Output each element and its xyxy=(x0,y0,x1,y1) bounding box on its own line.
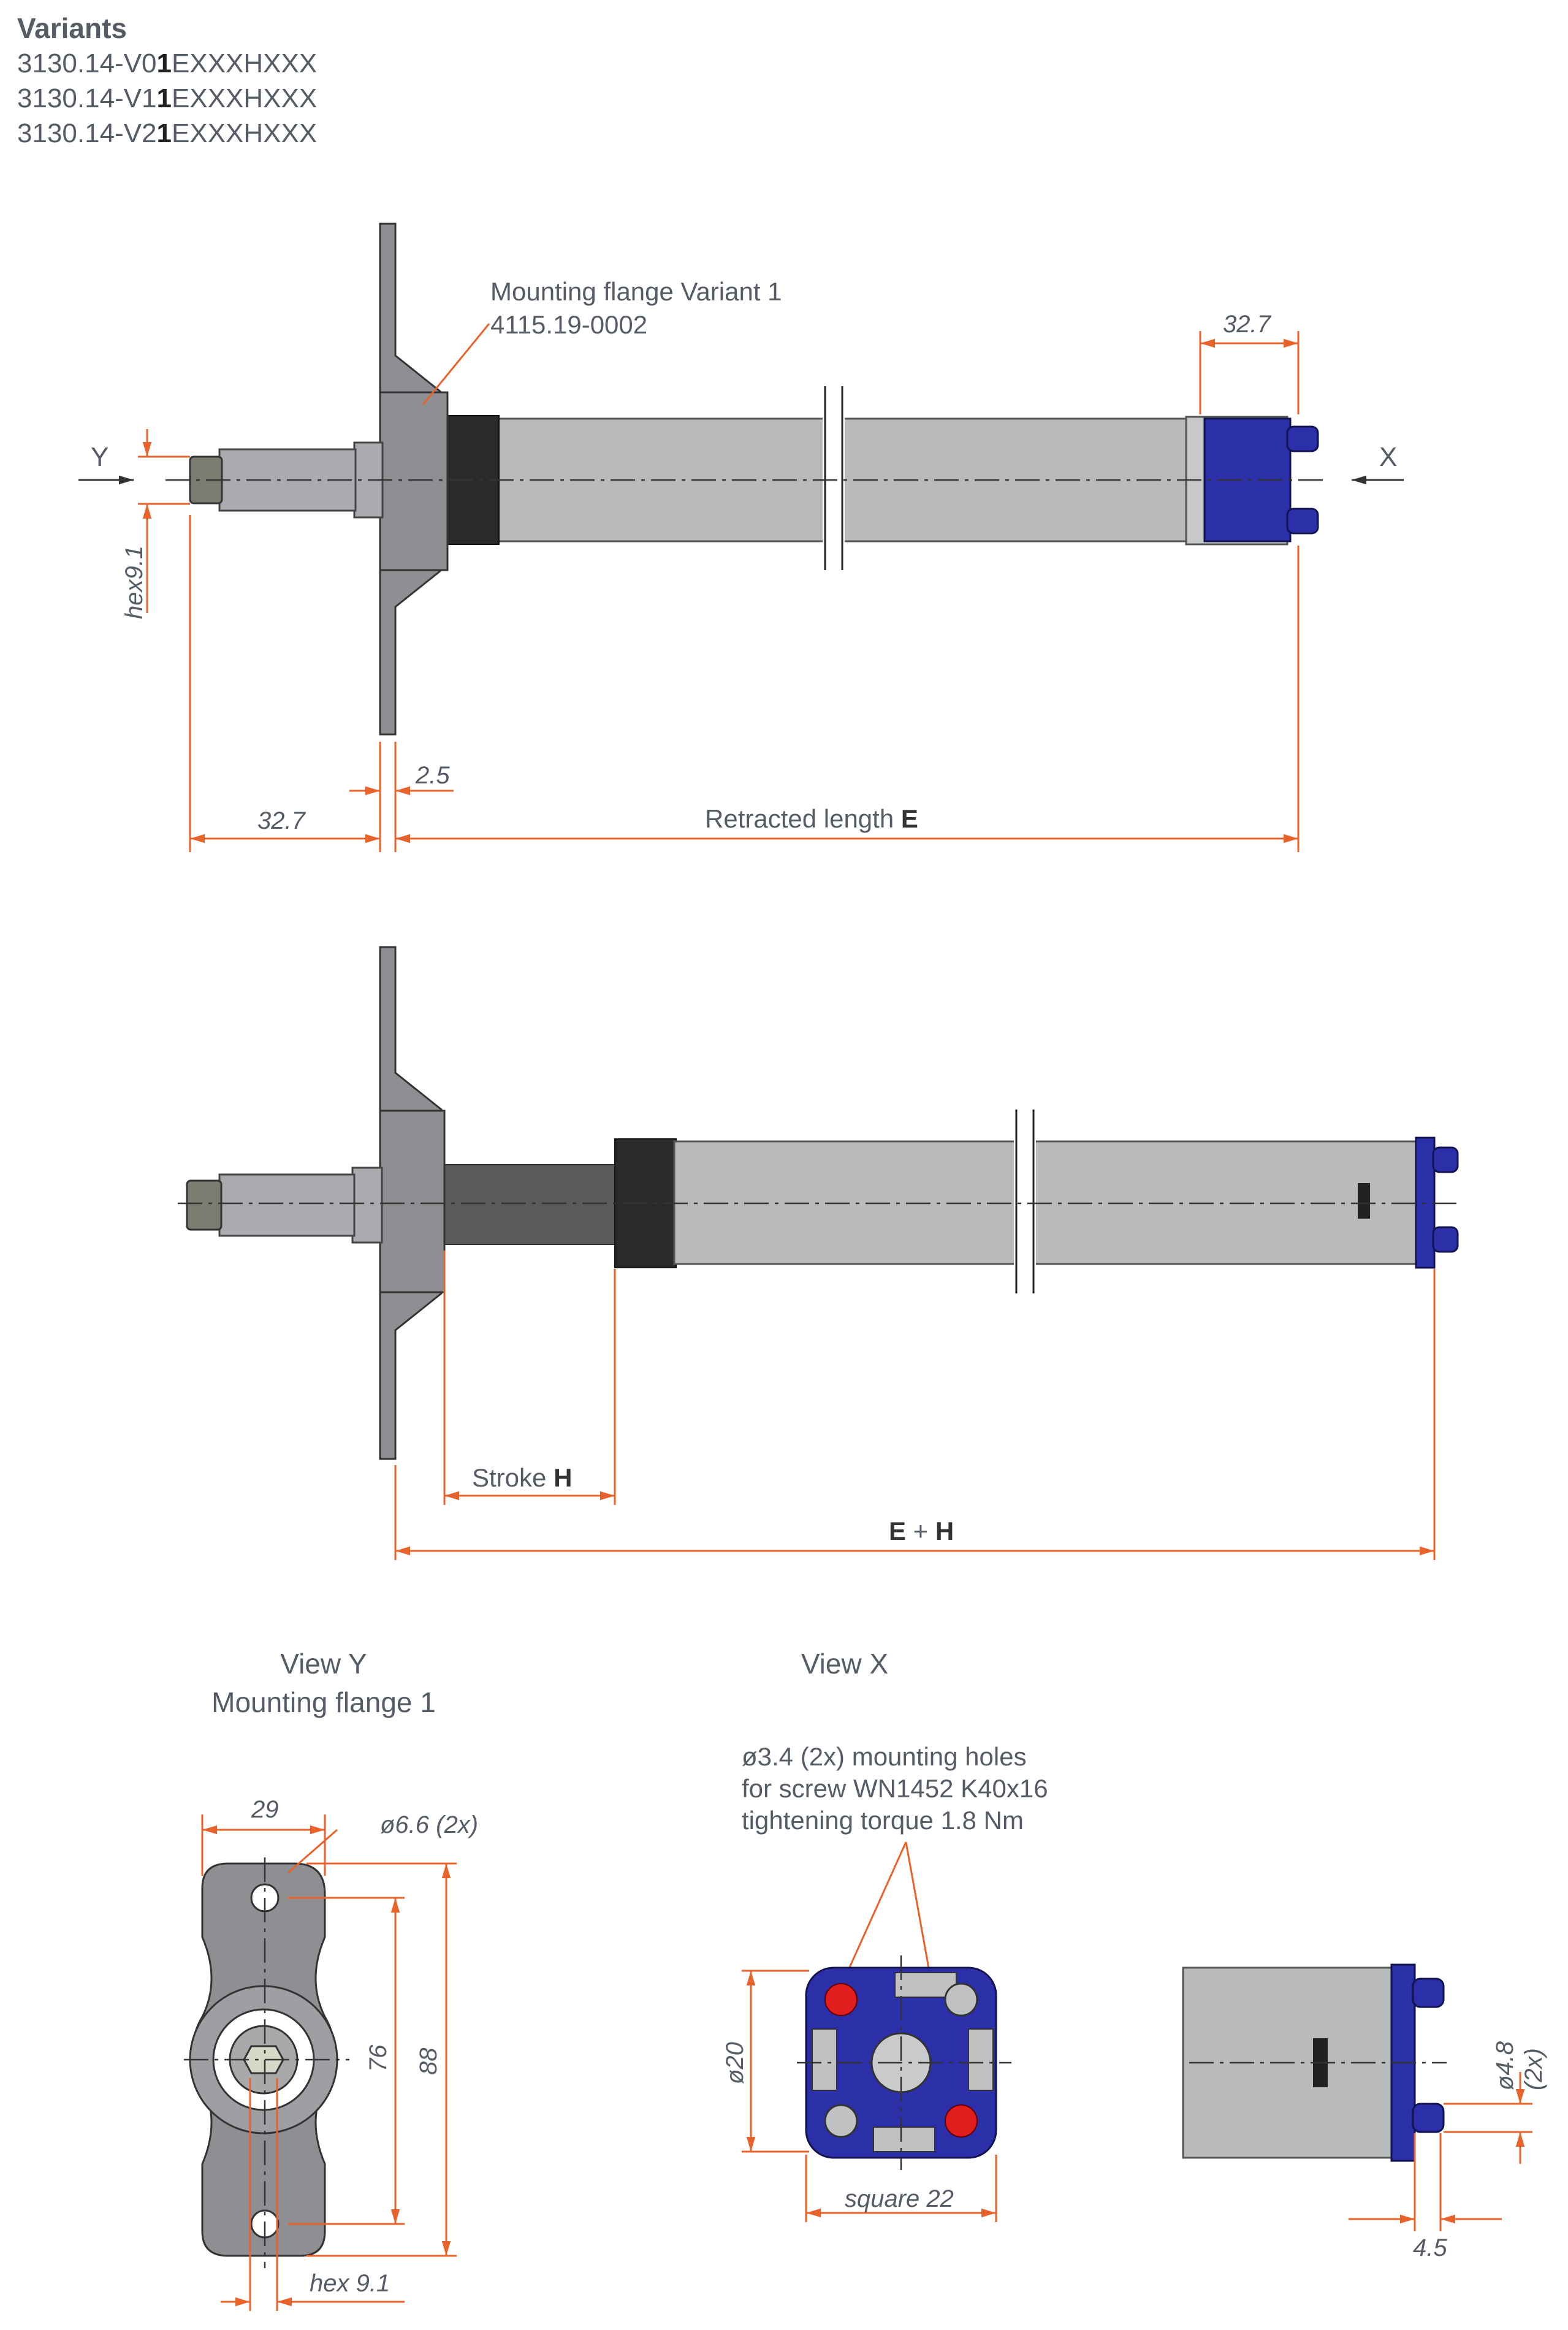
view-y: View Y Mounting flange 1 29 ø6.6 (2x) 76… xyxy=(184,1648,478,2311)
break-mark-extended xyxy=(1014,1110,1036,1293)
variants-heading: Variants xyxy=(17,12,127,44)
mounting-hole-2 xyxy=(945,2104,978,2138)
dim-offset-value: 4.5 xyxy=(1413,2234,1447,2261)
extended-flange-hub xyxy=(379,1110,446,1293)
screw-hole-4 xyxy=(824,2104,858,2138)
cap-tab-bottom xyxy=(873,2126,935,2152)
end-pin-top xyxy=(1286,425,1319,452)
view-x-note-3: tightening torque 1.8 Nm xyxy=(742,1806,1024,1835)
dim-d20-value: ø20 xyxy=(721,2042,748,2084)
view-x-note-2: for screw WN1452 K40x16 xyxy=(742,1774,1048,1803)
mounting-hole-1 xyxy=(824,1983,858,2016)
flange-callout-leader xyxy=(422,323,490,405)
dim-hole-leader xyxy=(287,1829,338,1874)
view-x: View X ø3.4 (2x) mounting holes for scre… xyxy=(721,1648,1547,2261)
side-detail-pin-top xyxy=(1412,1978,1445,2008)
dim-29-value: 29 xyxy=(251,1796,279,1823)
extended-splined-shaft xyxy=(218,1173,356,1237)
view-marker-y: Y xyxy=(91,442,108,472)
dim-hole-value: ø6.6 (2x) xyxy=(380,1811,478,1838)
flange-callout-line2: 4115.19-0002 xyxy=(490,310,647,339)
view-x-note-1: ø3.4 (2x) mounting holes xyxy=(742,1742,1027,1771)
flange-hub xyxy=(379,391,449,571)
dim-stroke-label: Stroke H xyxy=(472,1463,572,1492)
dim-88-value: 88 xyxy=(415,2047,442,2075)
view-y-subtitle: Mounting flange 1 xyxy=(211,1686,436,1718)
extended-pin-bottom xyxy=(1432,1226,1459,1253)
variants-block: Variants 3130.14-V01EXXXHXXX 3130.14-V11… xyxy=(17,12,317,148)
variant-item-0: 3130.14-V01EXXXHXXX xyxy=(17,48,317,78)
dim-hex-y-value: hex 9.1 xyxy=(310,2270,390,2297)
dim-pin-count: (2x) xyxy=(1520,2048,1547,2090)
slot-marker xyxy=(1358,1183,1370,1219)
dim-pin-value: ø4.8 xyxy=(1491,2041,1518,2090)
break-mark xyxy=(823,386,845,570)
dim-flange-value: 2.5 xyxy=(415,762,450,789)
dim-hex-value: hex9.1 xyxy=(121,546,148,619)
extended-shaft-collar xyxy=(351,1167,383,1244)
note-leader-1 xyxy=(839,1841,907,1990)
spindle-thread xyxy=(444,1164,617,1245)
side-detail-pin-bottom xyxy=(1412,2103,1445,2133)
cap-tab-right xyxy=(968,2028,994,2091)
dim-shaft-value: 32.7 xyxy=(257,807,306,834)
extended-pin-top xyxy=(1432,1146,1459,1173)
extended-hex-end xyxy=(186,1179,223,1231)
extended-view: Stroke H E + H xyxy=(178,946,1459,1560)
variant-item-2: 3130.14-V21EXXXHXXX xyxy=(17,118,317,148)
view-y-title: View Y xyxy=(280,1648,367,1680)
dim-total-label: E + H xyxy=(889,1517,954,1545)
dim-retracted-label: Retracted length E xyxy=(705,804,918,833)
view-x-title: View X xyxy=(801,1648,888,1680)
flange-callout-line1: Mounting flange Variant 1 xyxy=(490,277,782,306)
screw-hole-3 xyxy=(944,1982,978,2017)
end-pin-bottom xyxy=(1286,508,1319,535)
variant-item-1: 3130.14-V11EXXXHXXX xyxy=(17,83,317,113)
cap-tab-left xyxy=(812,2028,837,2091)
retracted-view: Mounting flange Variant 1 4115.19-0002 Y… xyxy=(78,223,1404,852)
view-marker-x: X xyxy=(1379,442,1397,472)
dim-76-value: 76 xyxy=(365,2044,392,2072)
dim-sq-value: square 22 xyxy=(845,2185,954,2212)
dim-endcap-value: 32.7 xyxy=(1223,311,1272,338)
